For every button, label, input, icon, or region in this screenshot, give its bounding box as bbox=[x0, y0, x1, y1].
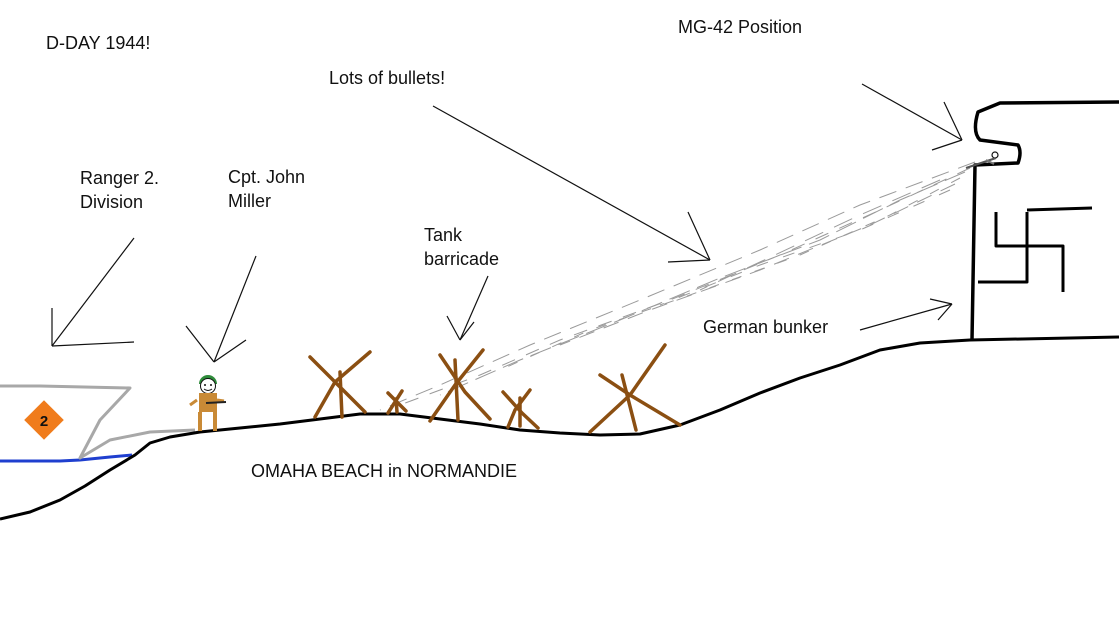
boat-badge-number: 2 bbox=[40, 413, 48, 430]
czech-hedgehog-icon bbox=[501, 388, 540, 430]
machine-gun-icon bbox=[965, 151, 999, 169]
title-label: D-DAY 1944! bbox=[46, 33, 151, 53]
czech-hedgehog-icon bbox=[428, 348, 492, 423]
german-bunker-label: German bunker bbox=[703, 317, 829, 337]
arrow-bullets bbox=[432, 105, 711, 263]
soldier-icon bbox=[189, 375, 227, 431]
arrow-barricade bbox=[446, 275, 489, 341]
ranger-division-label: Ranger 2. Division bbox=[80, 168, 160, 212]
bunker-emblem-icon bbox=[978, 206, 1093, 292]
tank-barricades bbox=[308, 343, 682, 434]
german-bunker bbox=[970, 100, 1119, 341]
arrow-mg42 bbox=[861, 83, 963, 151]
boat-badge: 2 bbox=[24, 400, 64, 440]
czech-hedgehog-icon bbox=[308, 350, 372, 419]
bullet-trail bbox=[379, 161, 976, 411]
arrow-ranger bbox=[51, 237, 135, 347]
annotation-arrows bbox=[51, 83, 963, 363]
landing-boat-icon: 2 bbox=[0, 384, 196, 460]
tank-barricade-label: Tank barricade bbox=[424, 225, 500, 269]
mg42-position-label: MG-42 Position bbox=[678, 17, 803, 37]
bullets-label: Lots of bullets! bbox=[329, 68, 446, 88]
arrow-bunker bbox=[859, 298, 953, 331]
captain-label: Cpt. John Miller bbox=[228, 167, 306, 211]
czech-hedgehog-icon bbox=[386, 389, 408, 415]
beach-ground-line bbox=[0, 335, 1119, 521]
water-line bbox=[0, 453, 133, 463]
arrow-captain bbox=[185, 255, 257, 363]
beach-label: OMAHA BEACH in NORMANDIE bbox=[251, 461, 518, 481]
czech-hedgehog-icon bbox=[588, 343, 682, 434]
